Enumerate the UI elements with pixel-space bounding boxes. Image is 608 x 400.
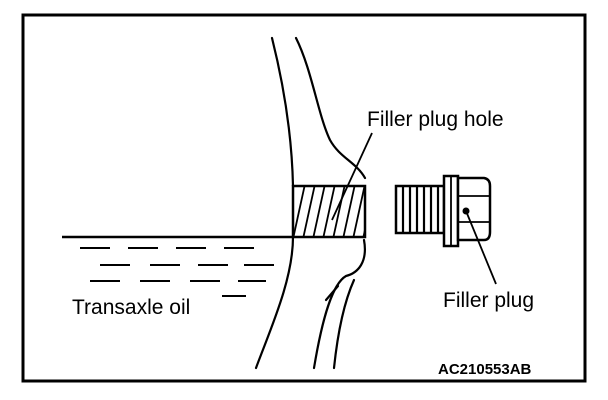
leader-filler-plug-hole [331,132,373,221]
figure-code: AC210553AB [438,361,532,378]
label-filler-plug: Filler plug [443,289,534,312]
leader-filler-plug [465,210,497,285]
label-filler-plug-hole: Filler plug hole [367,108,504,131]
filler-plug-hole [291,184,367,239]
label-transaxle-oil: Transaxle oil [72,296,190,319]
filler-plug [394,174,492,248]
leader-lines [331,132,497,285]
oil-dashes [80,247,274,297]
case-wall [254,36,367,370]
figure-border [21,13,587,383]
